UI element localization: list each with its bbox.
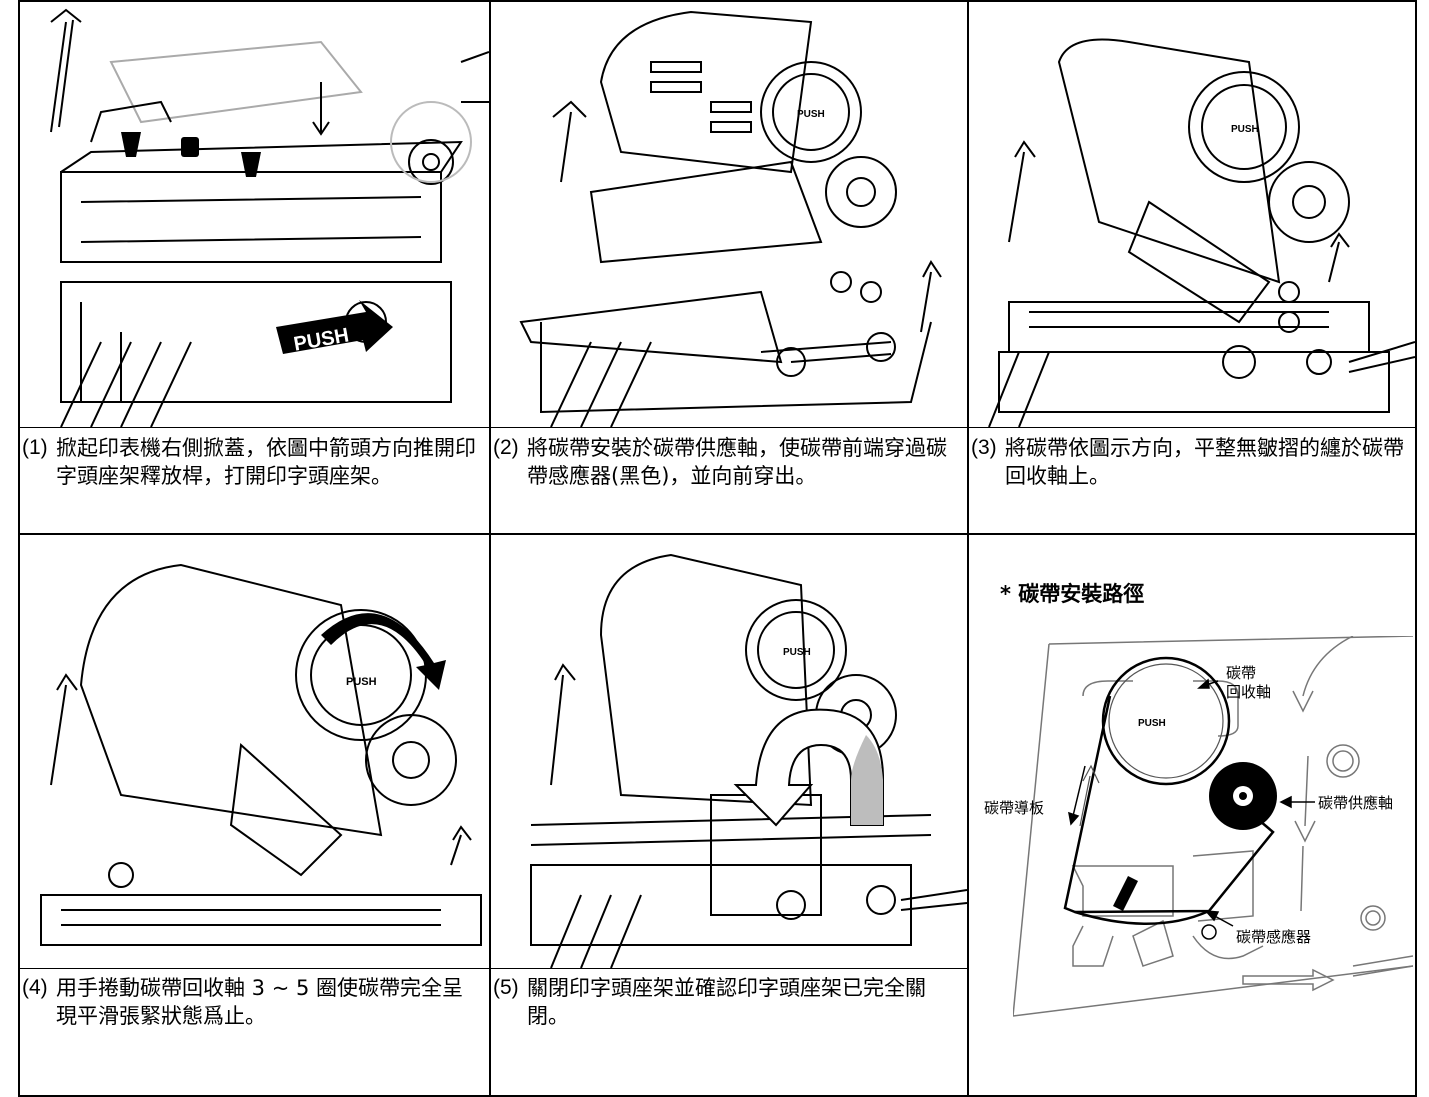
grid-border-top xyxy=(18,0,1417,2)
illus-divider-2 xyxy=(18,968,969,969)
step-5-close-arrow xyxy=(733,708,884,827)
step-3-push-label: PUSH xyxy=(1231,124,1259,135)
step-2-number: (2) xyxy=(493,436,519,459)
ribbon-guide-label: 碳帶導板 xyxy=(984,799,1045,817)
rewind-spindle-label: 碳帶 回收軸 xyxy=(1226,664,1272,701)
ribbon-path-diagram: PUSH xyxy=(1013,636,1413,1020)
grid-border-right xyxy=(1415,0,1417,1097)
step-3-number: (3) xyxy=(971,436,997,459)
grid-col-divider-1 xyxy=(489,0,491,1097)
step-5-illustration: PUSH xyxy=(491,535,967,968)
step-2-caption: (2) 將碳帶安裝於碳帶供應軸，使碳帶前端穿過碳帶感應器(黑色)，並向前穿出。 xyxy=(493,434,965,530)
step-1-number: (1) xyxy=(22,436,48,459)
step-5-push-label: PUSH xyxy=(783,647,811,658)
step-3-text: 將碳帶依圖示方向，平整無皺摺的纏於碳帶回收軸上。 xyxy=(1005,436,1404,488)
grid-border-bottom xyxy=(18,1095,1417,1097)
step-1-illustration: PUSH xyxy=(21,2,489,427)
grid-row-divider xyxy=(18,533,1417,535)
grid-col-divider-2 xyxy=(967,0,969,1097)
supply-spindle-label: 碳帶供應軸 xyxy=(1318,794,1394,812)
ribbon-path-push-label: PUSH xyxy=(1138,718,1166,729)
grid-border-left xyxy=(18,0,20,1097)
step-5-number: (5) xyxy=(493,976,519,999)
step-2-illustration: PUSH xyxy=(491,2,967,427)
step-3-illustration: PUSH xyxy=(969,2,1415,427)
step-4-text: 用手捲動碳帶回收軸 3 ~ 5 圈使碳帶完全呈現平滑張緊狀態爲止。 xyxy=(56,976,464,1028)
ribbon-sensor-label: 碳帶感應器 xyxy=(1236,928,1312,946)
illus-divider-1 xyxy=(18,427,1417,428)
step-2-text: 將碳帶安裝於碳帶供應軸，使碳帶前端穿過碳帶感應器(黑色)，並向前穿出。 xyxy=(527,436,947,488)
step-4-rotation-arrow xyxy=(321,613,446,690)
step-1-caption: (1) 掀起印表機右側掀蓋，依圖中箭頭方向推開印字頭座架釋放桿，打開印字頭座架。 xyxy=(22,434,488,530)
step-4-caption: (4) 用手捲動碳帶回收軸 3 ~ 5 圈使碳帶完全呈現平滑張緊狀態爲止。 xyxy=(22,974,488,1084)
step-1-text: 掀起印表機右側掀蓋，依圖中箭頭方向推開印字頭座架釋放桿，打開印字頭座架。 xyxy=(56,436,476,488)
step-5-caption: (5) 關閉印字頭座架並確認印字頭座架已完全關閉。 xyxy=(493,974,965,1084)
ribbon-path-title: * 碳帶安裝路徑 xyxy=(1000,582,1145,606)
step-2-push-label: PUSH xyxy=(797,109,825,120)
step-5-text: 關閉印字頭座架並確認印字頭座架已完全關閉。 xyxy=(527,976,926,1028)
step-4-illustration: PUSH xyxy=(21,535,489,968)
step-4-push-label: PUSH xyxy=(346,676,377,688)
step-3-caption: (3) 將碳帶依圖示方向，平整無皺摺的纏於碳帶回收軸上。 xyxy=(971,434,1413,530)
step-4-number: (4) xyxy=(22,976,48,999)
